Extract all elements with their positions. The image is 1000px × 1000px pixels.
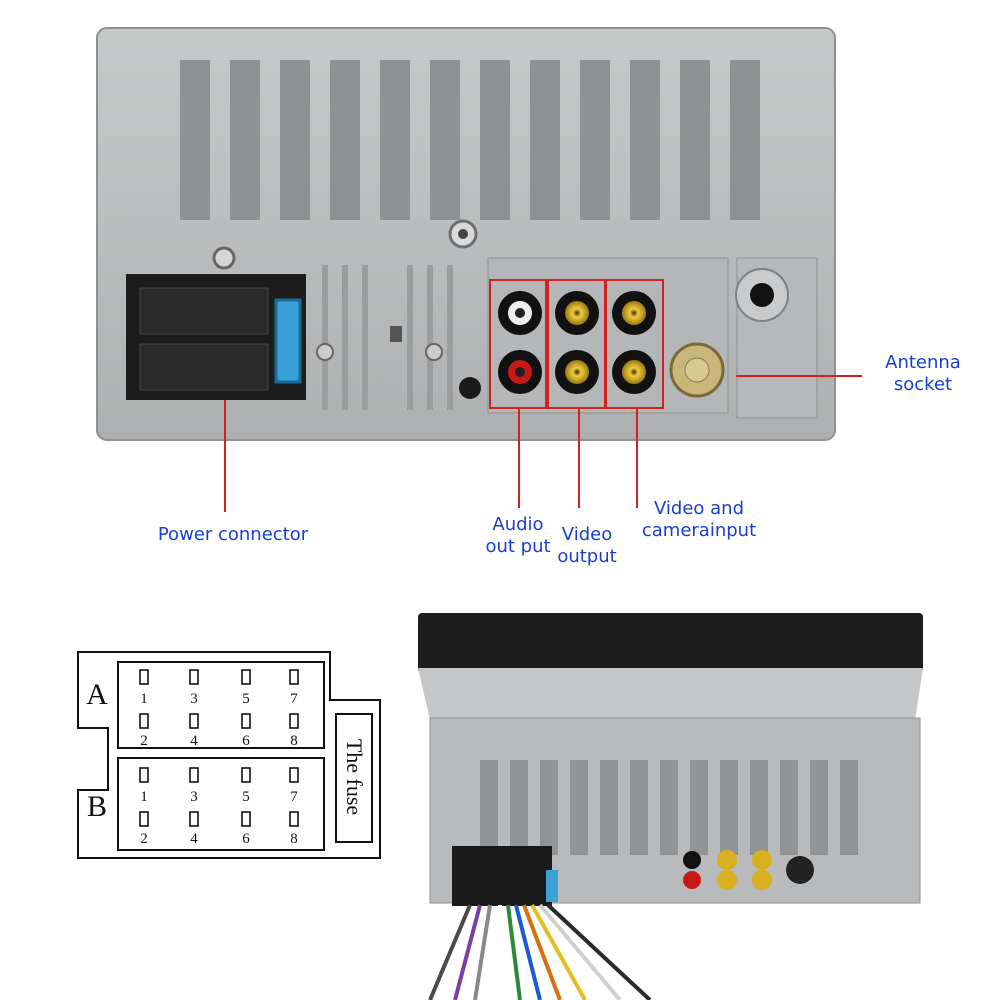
pin-number: 8 [290,733,298,749]
pin-number: 5 [242,789,250,805]
power-connector-graphic [126,246,306,400]
pin-number: 4 [190,831,198,847]
pin-number: 3 [190,691,198,707]
pin-number: 4 [190,733,198,749]
wire-harness [428,903,652,1000]
pin-number: 2 [140,733,148,749]
pin-number: 1 [140,789,148,805]
unit-photo [418,613,923,906]
pin-number: 3 [190,789,198,805]
fuse-label: The fuse [342,738,367,816]
pin-number: 7 [290,789,298,805]
pin-number: 2 [140,831,148,847]
pin-number: 7 [290,691,298,707]
pin-boxes [139,669,299,827]
block-a-label: A [86,678,108,711]
pin-number: 6 [242,733,250,749]
block-b-label: B [86,790,107,823]
pin-number: 8 [290,831,298,847]
vent-ribs [322,265,453,410]
power-connector-callout: Power connector [157,524,309,545]
cooling-fins [180,60,760,220]
mount-hole [459,377,481,399]
rca-jacks [498,291,656,394]
pin-number: 5 [242,691,250,707]
small-screw [316,343,334,361]
pin-number: 1 [140,691,148,707]
pin-number: 6 [242,831,250,847]
connector-diagram [77,651,381,859]
callout-lines [224,375,862,512]
small-screw [425,343,443,361]
